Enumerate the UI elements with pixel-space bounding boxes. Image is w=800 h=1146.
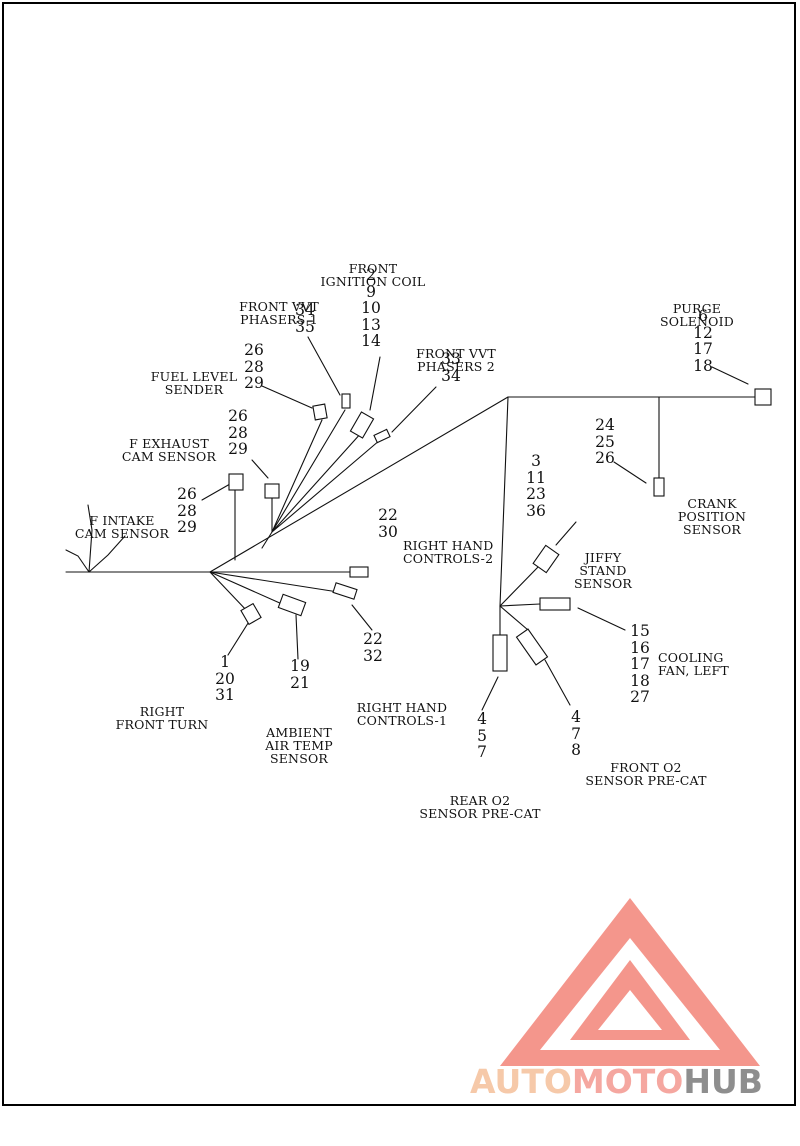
bundle-branch	[271, 409, 381, 533]
leader-purge	[711, 366, 749, 385]
connector-front-o2	[515, 628, 549, 666]
front-o2-wire	[499, 605, 529, 631]
leader-front-o2	[544, 659, 571, 706]
connector-rh-controls-2	[349, 566, 369, 578]
leader-rh1	[351, 604, 373, 631]
leader-exhaust	[251, 459, 269, 479]
connector-exhaust-cam	[264, 483, 280, 499]
connector-rear-o2	[492, 634, 508, 672]
leader-ambient	[295, 614, 299, 660]
connector-intake-cam	[228, 473, 244, 491]
left-branch-wire	[65, 504, 126, 573]
rh-controls-1-wire	[209, 571, 339, 593]
right-front-turn-wire	[209, 571, 249, 613]
ambient-air-wire	[209, 571, 283, 605]
trunk-to-junction	[209, 396, 509, 573]
fuel-sender-wire	[261, 531, 273, 549]
leader-crank	[613, 461, 647, 484]
connector-right-front-turn	[240, 602, 262, 626]
leader-cooling	[577, 607, 626, 631]
connector-ambient-air	[277, 593, 307, 617]
lower-trunk	[499, 396, 509, 607]
leader-vvt2	[391, 386, 437, 433]
leader-jiffy	[555, 521, 577, 546]
connector-vvt1	[341, 393, 351, 409]
connector-crank	[653, 477, 665, 497]
leader-vvt1	[307, 336, 341, 396]
leader-turn	[227, 619, 251, 656]
leader-rear-o2	[481, 676, 499, 711]
connector-fuel-sender	[312, 403, 328, 421]
cooling-fan-wire	[499, 603, 541, 607]
leader-intake	[201, 483, 231, 501]
jiffy-wire	[499, 564, 541, 607]
connector-jiffy	[532, 544, 560, 574]
diagram-frame	[2, 2, 796, 1106]
connector-rh-controls-1	[332, 582, 358, 600]
watermark-logo-icon	[500, 898, 760, 1066]
leader-fuel	[261, 385, 313, 409]
connector-cooling-fan	[539, 597, 571, 611]
connector-purge	[754, 388, 772, 406]
connector-vvt2	[373, 428, 391, 444]
connector-ignition-coil	[349, 411, 375, 439]
leader-coil	[369, 356, 381, 411]
watermark-logo-text: AUTOMOTOHUB	[470, 1062, 763, 1101]
